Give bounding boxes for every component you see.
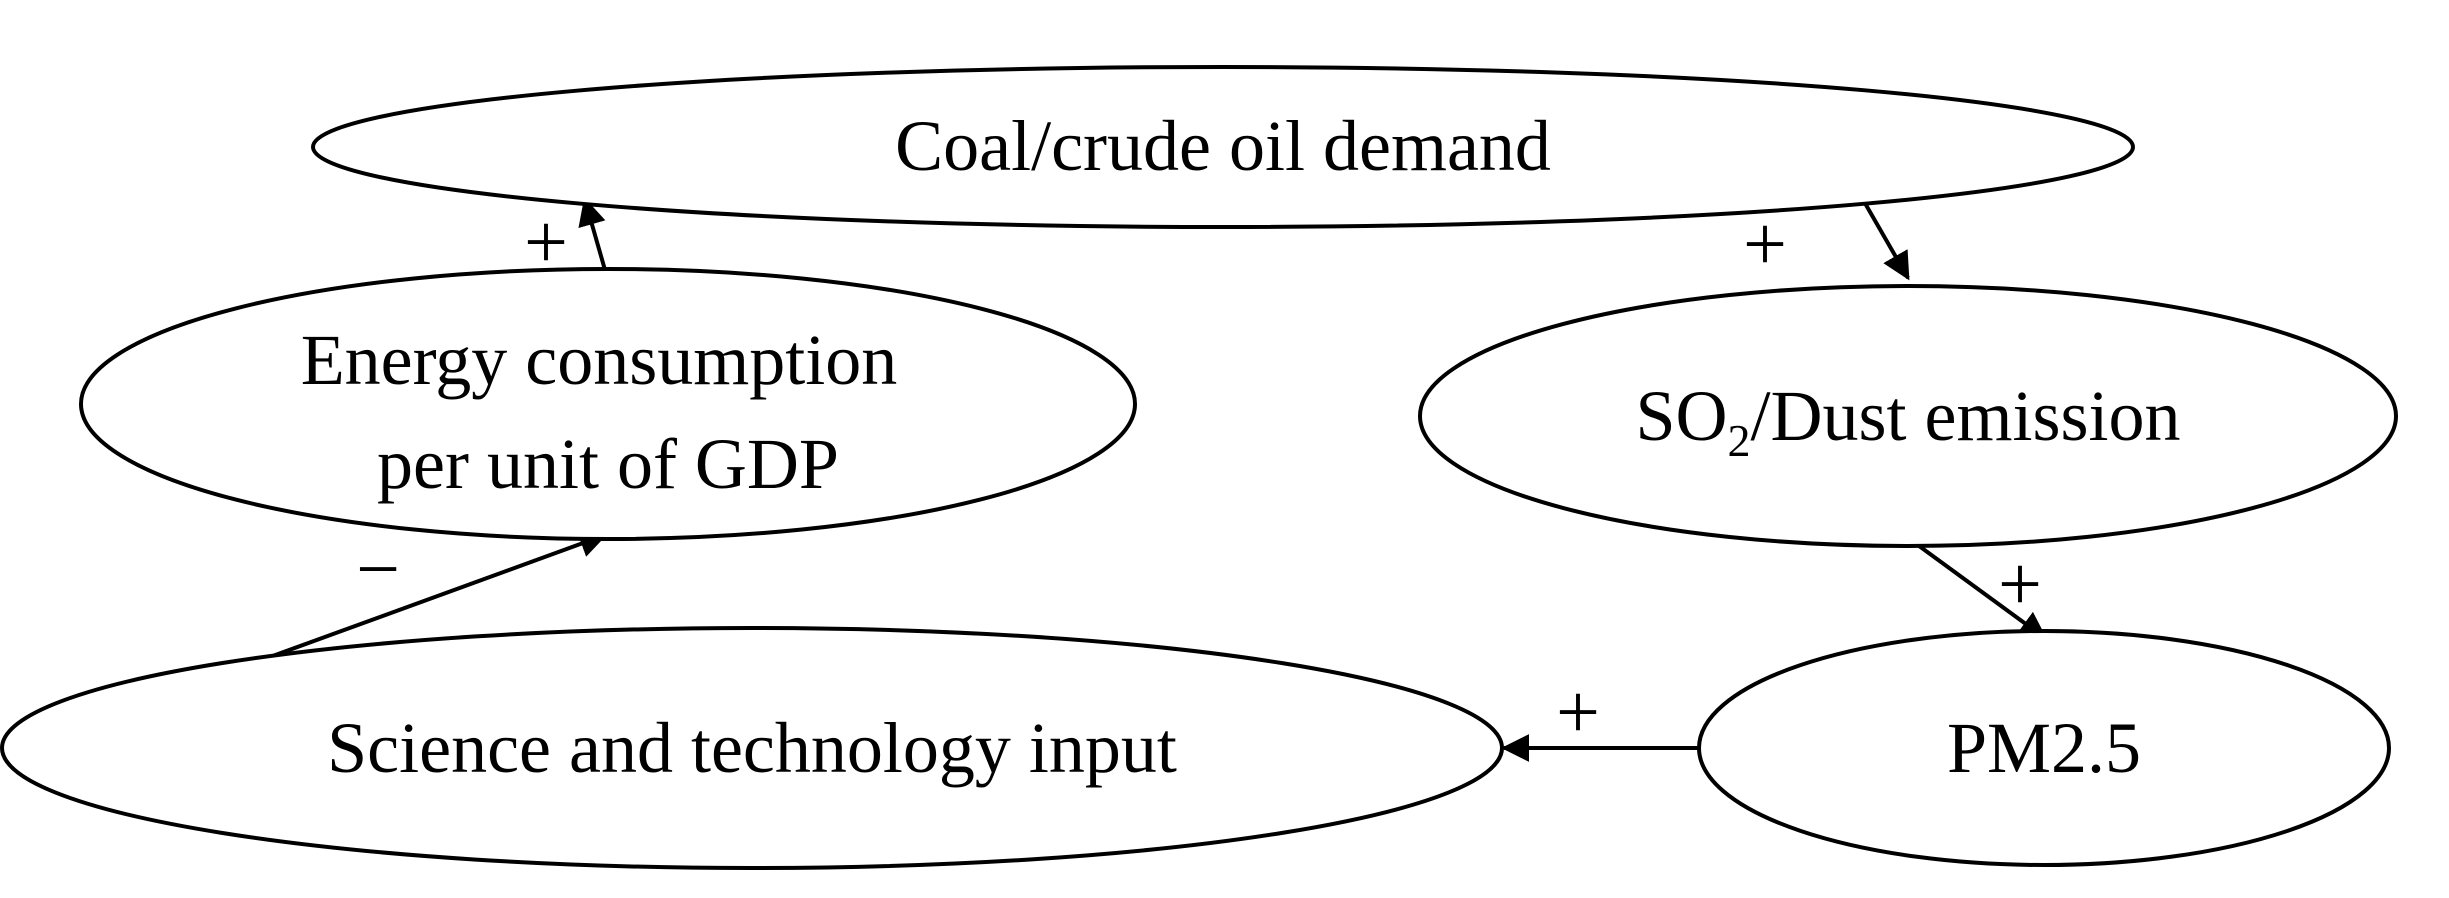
edge-energy-to-coal [578, 197, 607, 271]
node-pm-ellipse [1697, 629, 2391, 867]
node-pm-label: PM2.5 [1947, 708, 2141, 788]
edge-so2-to-pm [1913, 541, 2048, 640]
node-energy-ellipse [79, 267, 1137, 541]
edge-science-to-energy [247, 530, 608, 667]
node-so2-dust-emission: SO2/Dust emission [1418, 284, 2398, 548]
node-coal-label: Coal/crude oil demand [895, 106, 1551, 186]
sign-energy-to-coal: + [524, 198, 568, 285]
node-coal-crude-oil-demand: Coal/crude oil demand [311, 65, 2135, 229]
node-so2-label: SO2/Dust emission [1635, 376, 2180, 466]
sign-so2-to-pm: + [1998, 540, 2042, 627]
edge-coal-to-so2 [1860, 197, 1910, 281]
node-so2-suffix: /Dust emission [1751, 376, 2181, 456]
sign-science-to-energy: − [356, 525, 400, 612]
node-so2-ellipse [1418, 284, 2398, 548]
node-science-label: Science and technology input [327, 708, 1177, 788]
node-coal-ellipse [311, 65, 2135, 229]
sign-pm-to-science: + [1556, 668, 1600, 755]
node-energy-consumption: Energy consumption per unit of GDP [79, 267, 1137, 541]
sign-coal-to-so2: + [1743, 200, 1787, 287]
node-pm25: PM2.5 [1697, 629, 2391, 867]
node-energy-label-line1: Energy consumption [301, 320, 898, 400]
node-science-ellipse [0, 626, 1504, 870]
node-science-technology-input: Science and technology input [0, 626, 1504, 870]
node-energy-label-line2: per unit of GDP [377, 424, 839, 504]
node-so2-subscript: 2 [1728, 415, 1751, 466]
node-so2-prefix: SO [1635, 376, 1727, 456]
node-energy-label: Energy consumption per unit of GDP [301, 320, 916, 504]
